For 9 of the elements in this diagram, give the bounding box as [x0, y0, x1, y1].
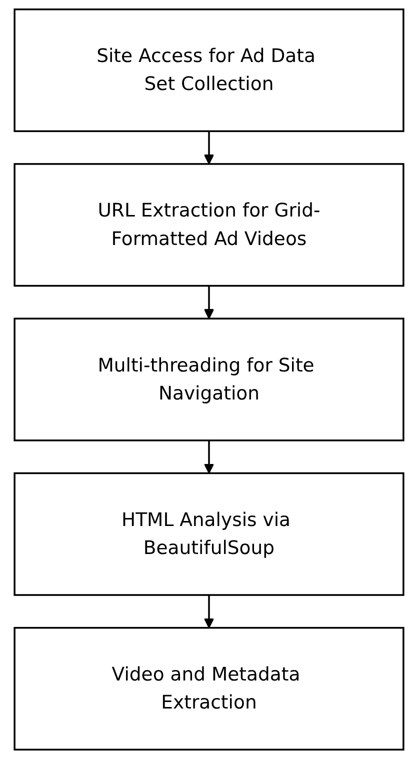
node-box: URL Extraction for Grid-Formatted Ad Videos: [14, 163, 404, 287]
arrow: [204, 440, 214, 474]
node-box: Video and Metadata Extraction: [14, 626, 404, 750]
node-box: HTML Analysis via BeautifulSoup: [14, 472, 404, 596]
arrow: [204, 595, 214, 628]
arrow: [204, 286, 214, 320]
arrow: [204, 131, 214, 164]
node-box: Site Access for Ad Data Set Collection: [14, 8, 404, 132]
node-box: Multi-threading for Site Navigation: [14, 318, 404, 442]
